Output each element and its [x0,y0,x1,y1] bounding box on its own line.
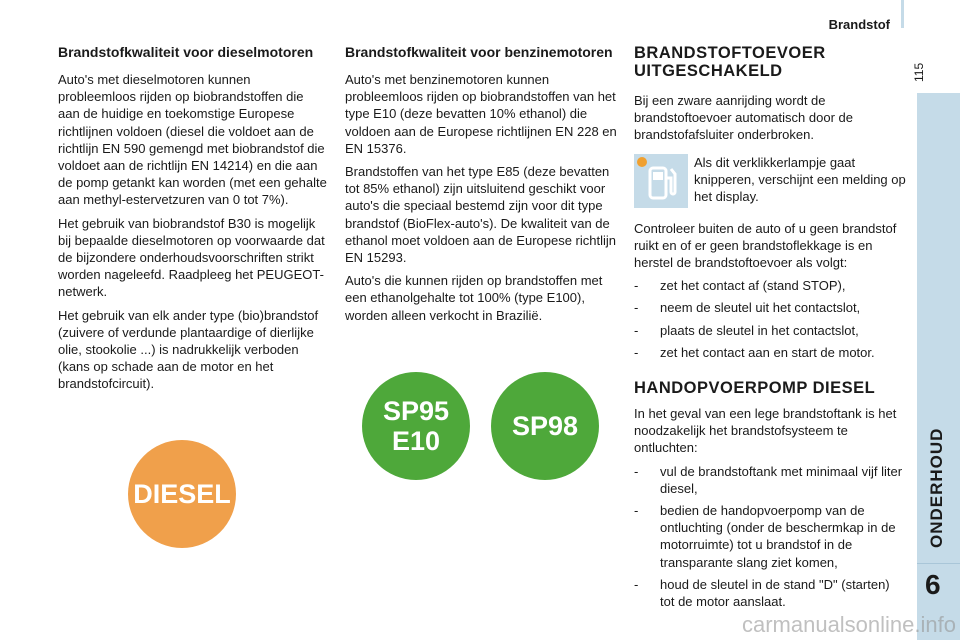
fuel-cutoff-column: BRANDSTOFTOEVOER UITGESCHAKELD Bij een z… [634,44,906,615]
sp98-badge: SP98 [491,372,599,480]
paragraph: Auto's met benzinemotoren kunnen problee… [345,72,617,156]
diesel-column: Brandstofkwaliteit voor dieselmotoren Au… [58,44,328,399]
warning-text: Als dit verklikkerlampje gaat knipperen,… [694,154,906,205]
chapter-number: 6 [925,569,941,600]
paragraph: Controleer buiten de auto of u geen bran… [634,220,897,271]
paragraph: Auto's met dieselmotoren kunnen probleem… [58,72,327,208]
fuel-pump-warning-icon [634,153,688,208]
watermark: carmanualsonline.info [741,612,956,637]
badge-label: SP95 [382,396,450,426]
diesel-heading: Brandstofkwaliteit voor dieselmotoren [58,44,314,60]
paragraph: Bij een zware aanrijding wordt de brands… [634,93,853,143]
list-item: -zet het contact af (stand STOP), [634,278,846,294]
section-header: Brandstof [828,17,890,32]
petrol-column: Brandstofkwaliteit voor benzinemotoren A… [345,44,617,330]
badge-label: E10 [391,426,441,456]
warning-dot-icon [637,156,647,167]
cutoff-heading: BRANDSTOFTOEVOER UITGESCHAKELD [634,44,826,80]
list-item: -plaats de sleutel in het contactslot, [634,322,859,338]
divider [917,563,960,564]
list-item: -neem de sleutel uit het contactslot, [634,300,861,316]
badge-label: SP98 [511,411,579,441]
list-item: -houd de sleutel in de stand "D" (starte… [634,576,890,610]
paragraph: Brandstoffen van het type E85 (deze beva… [345,164,617,266]
page-number: 115 [912,62,926,82]
petrol-heading: Brandstofkwaliteit voor benzinemotoren [345,44,613,60]
badge-label: DIESEL [133,479,231,509]
chapter-title: ONDERHOUD [927,427,946,548]
hand-pump-heading: HANDOPVOERPOMP DIESEL [634,379,876,398]
chapter-tab: ONDERHOUD 6 [917,93,960,640]
paragraph: Auto's die kunnen rijden op brandstoffen… [345,273,603,323]
paragraph: Het gebruik van elk ander type (bio)bran… [58,307,319,392]
header-rule [901,0,904,28]
list-item: -bedien de handopvoerpomp van de ontluch… [634,503,896,570]
list-item: -vul de brandstoftank met minimaal vijf … [634,463,903,496]
diesel-badge: DIESEL [128,440,236,548]
warning-note: Als dit verklikkerlampje gaat knipperen,… [634,153,906,208]
paragraph: Het gebruik van biobrandstof B30 is moge… [58,215,325,300]
list-item: -zet het contact aan en start de motor. [634,344,875,360]
paragraph: In het geval van een lege brandstoftank … [634,406,897,456]
